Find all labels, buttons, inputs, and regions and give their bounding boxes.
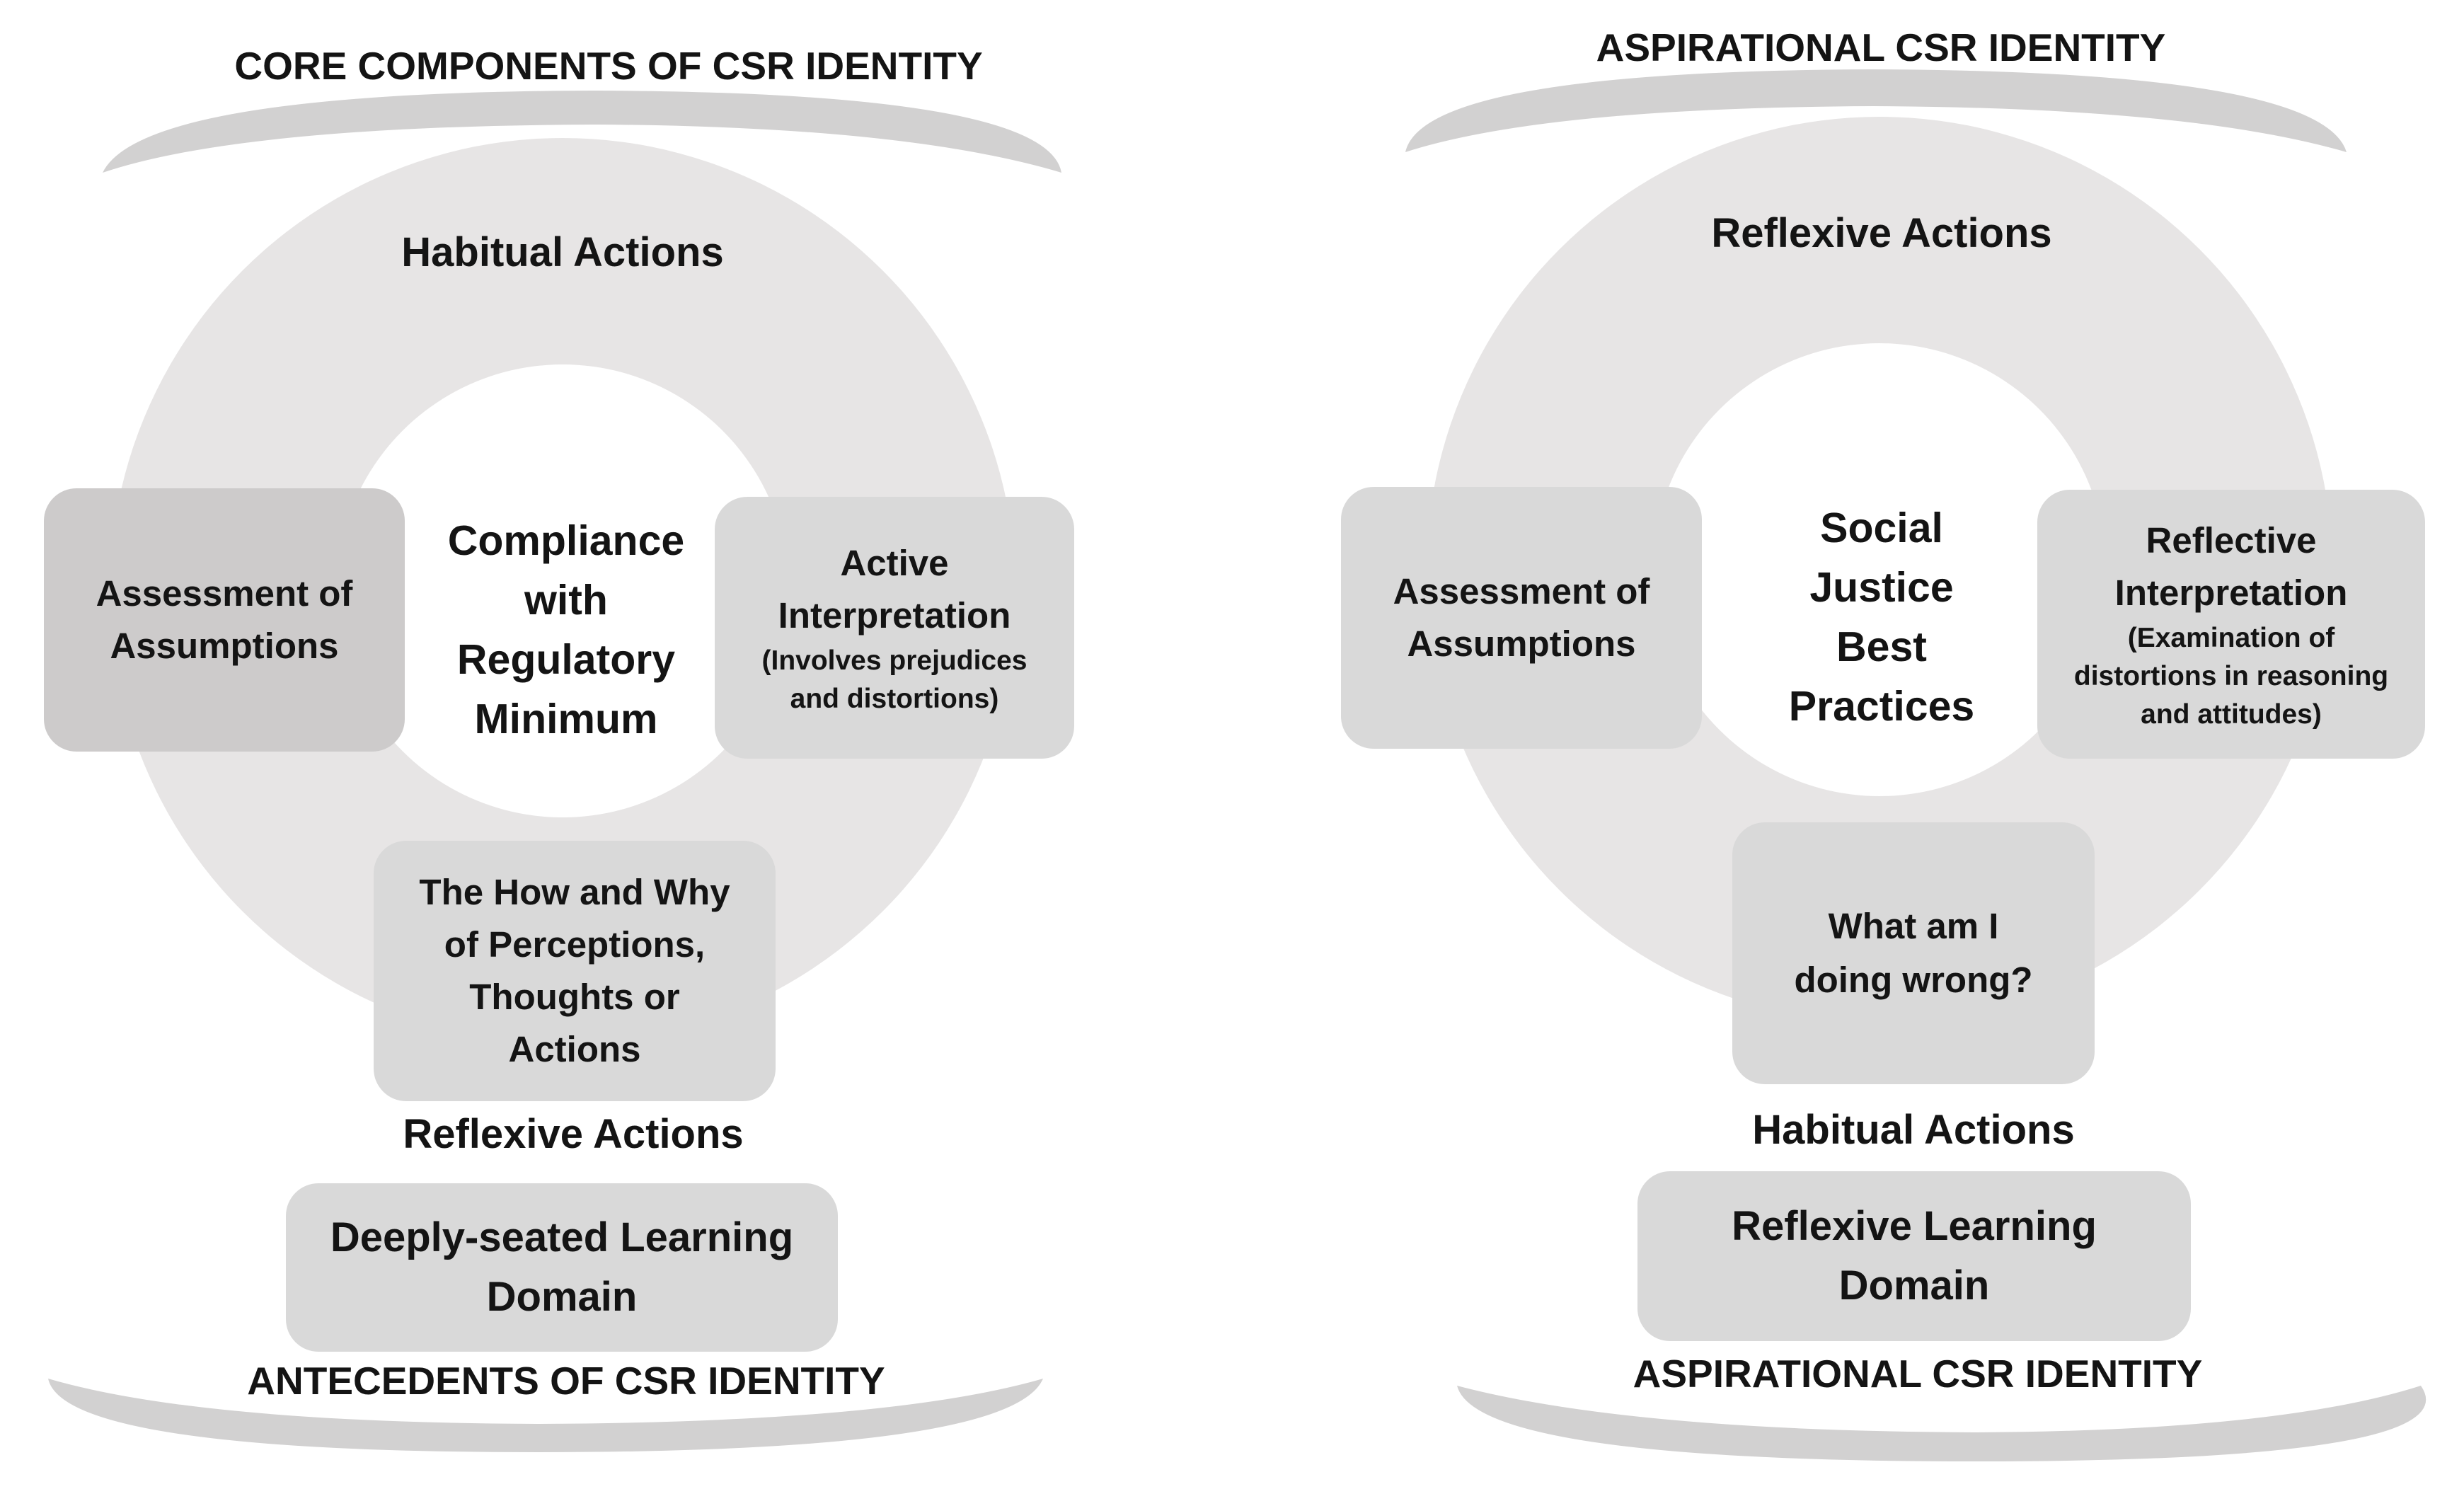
right-assessment-box: Assessment of Assumptions [1341,487,1702,749]
right-donut-ring [1427,117,2333,1023]
left-header: CORE COMPONENTS OF CSR IDENTITY [234,44,983,88]
left-ring-top-label: Habitual Actions [401,229,724,275]
left-bottom-arc-decoration [48,1379,1043,1452]
right-header: ASPIRATIONAL CSR IDENTITY [1596,25,2166,69]
left-diagram-shapes [48,91,1061,1452]
right-footer: ASPIRATIONAL CSR IDENTITY [1633,1352,2203,1396]
right-learning-domain-box: Reflexive Learning Domain [1637,1171,2191,1341]
left-diagram-panel: CORE COMPONENTS OF CSR IDENTITY Habitual… [44,44,1074,1452]
right-interpretation-box: Reflective Interpretation (Examination o… [2037,490,2425,759]
right-top-arc-decoration [1405,69,2347,152]
right-diagram-shapes [1405,69,2426,1461]
left-donut-ring [110,138,1016,1045]
left-top-arc-decoration [103,91,1061,173]
right-center-text: Social Justice Best Practices [1788,505,1975,730]
left-perceptions-box: The How and Why of Perceptions, Thoughts… [374,841,776,1101]
left-assessment-box: Assessment of Assumptions [44,488,405,752]
right-bottom-arc-decoration [1457,1386,2426,1461]
left-learning-domain-box: Deeply-seated Learning Domain [286,1183,838,1352]
left-interpretation-box: Active Interpretation (Involves prejudic… [715,497,1074,759]
left-footer: ANTECEDENTS OF CSR IDENTITY [247,1359,885,1403]
right-below-ring-label: Habitual Actions [1752,1107,2075,1153]
right-question-box: What am I doing wrong? [1732,822,2095,1084]
left-center-text: Compliance with Regulatory Minimum [447,517,685,742]
right-ring-top-label: Reflexive Actions [1711,210,2052,256]
left-below-ring-label: Reflexive Actions [403,1111,744,1157]
right-diagram-panel: ASPIRATIONAL CSR IDENTITY Reflexive Acti… [1232,0,2464,1489]
